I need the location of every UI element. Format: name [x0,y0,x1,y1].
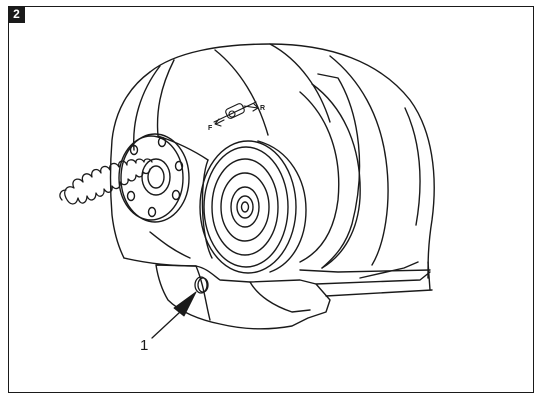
callout-arrow [151,291,197,339]
step-number-badge: 2 [8,6,25,23]
machine-base [155,261,433,330]
switch-reverse-label: R [260,105,265,112]
machine-housing [149,43,435,279]
direction-switch [213,101,259,127]
drum-pulley [199,140,307,274]
front-housing [109,59,209,267]
drive-flange [118,133,190,223]
cleaning-spiral [59,158,153,205]
callout-label: 1 [140,337,149,354]
switch-forward-label: F [208,125,213,132]
base-plug [194,276,209,294]
